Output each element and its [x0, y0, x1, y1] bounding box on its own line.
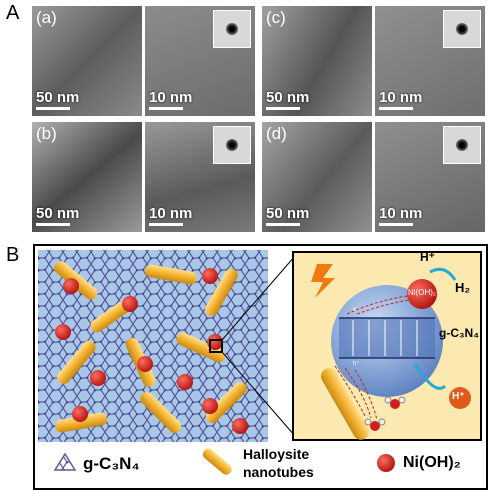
tem-image-b-low: (b) 50 nm	[32, 122, 142, 232]
halloysite-legend-icon	[202, 448, 232, 475]
panel-label-b: (b)	[36, 124, 57, 143]
arrow-h-plus	[413, 363, 447, 390]
scale-text-d-left: 50 nm	[266, 205, 310, 222]
tem-image-d-high: 10 nm	[375, 122, 485, 232]
tem-image-d-low: (d) 50 nm	[262, 122, 372, 232]
h-plus-right-label: H⁺	[452, 391, 465, 402]
panel-b-letter: B	[6, 244, 20, 266]
saed-pattern-a	[213, 10, 251, 48]
ni-label: Ni(OH)₂	[408, 288, 436, 297]
scale-text-c-left: 50 nm	[266, 89, 310, 106]
tem-image-c-high: 10 nm	[375, 6, 485, 116]
zoom-box	[209, 339, 223, 353]
schematic-illustration	[38, 250, 482, 475]
tem-image-b-high: 10 nm	[145, 122, 255, 232]
scale-bar-c-right: 10 nm	[379, 89, 422, 110]
scale-bar-b-left: 50 nm	[36, 205, 79, 226]
zoom-line-top	[221, 255, 296, 341]
ni-legend-icon	[377, 454, 395, 472]
electron-transfer-lines	[334, 295, 410, 421]
scale-text-a-left: 50 nm	[36, 89, 80, 106]
halloysite-tube-zoom	[321, 368, 369, 440]
saed-pattern-d	[443, 126, 481, 164]
scale-text-a-right: 10 nm	[149, 89, 193, 106]
arrow-h2	[429, 267, 457, 281]
tem-image-a-low: (a) 50 nm	[32, 6, 142, 116]
legend-halloysite-line2: nanotubes	[243, 464, 314, 480]
water-molecules-icon	[364, 396, 406, 431]
gcn-legend-icon	[53, 452, 77, 471]
legend-ni: Ni(OH)₂	[403, 454, 461, 471]
zoom-line-bottom	[221, 351, 296, 437]
scale-text-d-right: 10 nm	[379, 205, 423, 222]
scale-text-b-left: 50 nm	[36, 205, 80, 222]
h2-label: H₂	[455, 280, 471, 295]
saed-pattern-c	[443, 10, 481, 48]
scale-bar-d-right: 10 nm	[379, 205, 422, 226]
ni-particle-zoom	[407, 279, 437, 309]
panel-b-frame: Ni(OH)₂ H⁺ H₂ g-C₃N₄ H⁺ e⁻ h⁺ g-C₃N₄ Hal…	[33, 244, 488, 490]
tem-image-a-high: 10 nm	[145, 6, 255, 116]
scale-text-c-right: 10 nm	[379, 89, 423, 106]
scale-text-b-right: 10 nm	[149, 205, 193, 222]
panel-a-letter: A	[6, 2, 20, 24]
tem-image-c-low: (c) 50 nm	[262, 6, 372, 116]
panel-label-a: (a)	[36, 8, 57, 27]
scale-bar-a-right: 10 nm	[149, 89, 192, 110]
saed-pattern-b	[213, 126, 251, 164]
legend-halloysite-line1: Halloysite	[243, 446, 310, 462]
scale-bar-a-left: 50 nm	[36, 89, 79, 110]
scale-bar-c-left: 50 nm	[266, 89, 309, 110]
panel-label-d: (d)	[266, 124, 287, 143]
h-plus-ion	[449, 387, 471, 409]
scale-bar-d-left: 50 nm	[266, 205, 309, 226]
lightning-icon	[311, 264, 335, 298]
panel-label-c: (c)	[266, 8, 286, 27]
h-plus-top-label: H⁺	[420, 250, 435, 264]
electron-label: e⁻	[353, 307, 360, 313]
scale-bar-b-right: 10 nm	[149, 205, 192, 226]
hole-label: h⁺	[353, 361, 360, 367]
gcn-zoom-label: g-C₃N₄	[439, 326, 479, 340]
band-gap	[339, 318, 435, 358]
legend-gcn: g-C₃N₄	[83, 454, 140, 473]
ni-particles	[55, 268, 248, 434]
